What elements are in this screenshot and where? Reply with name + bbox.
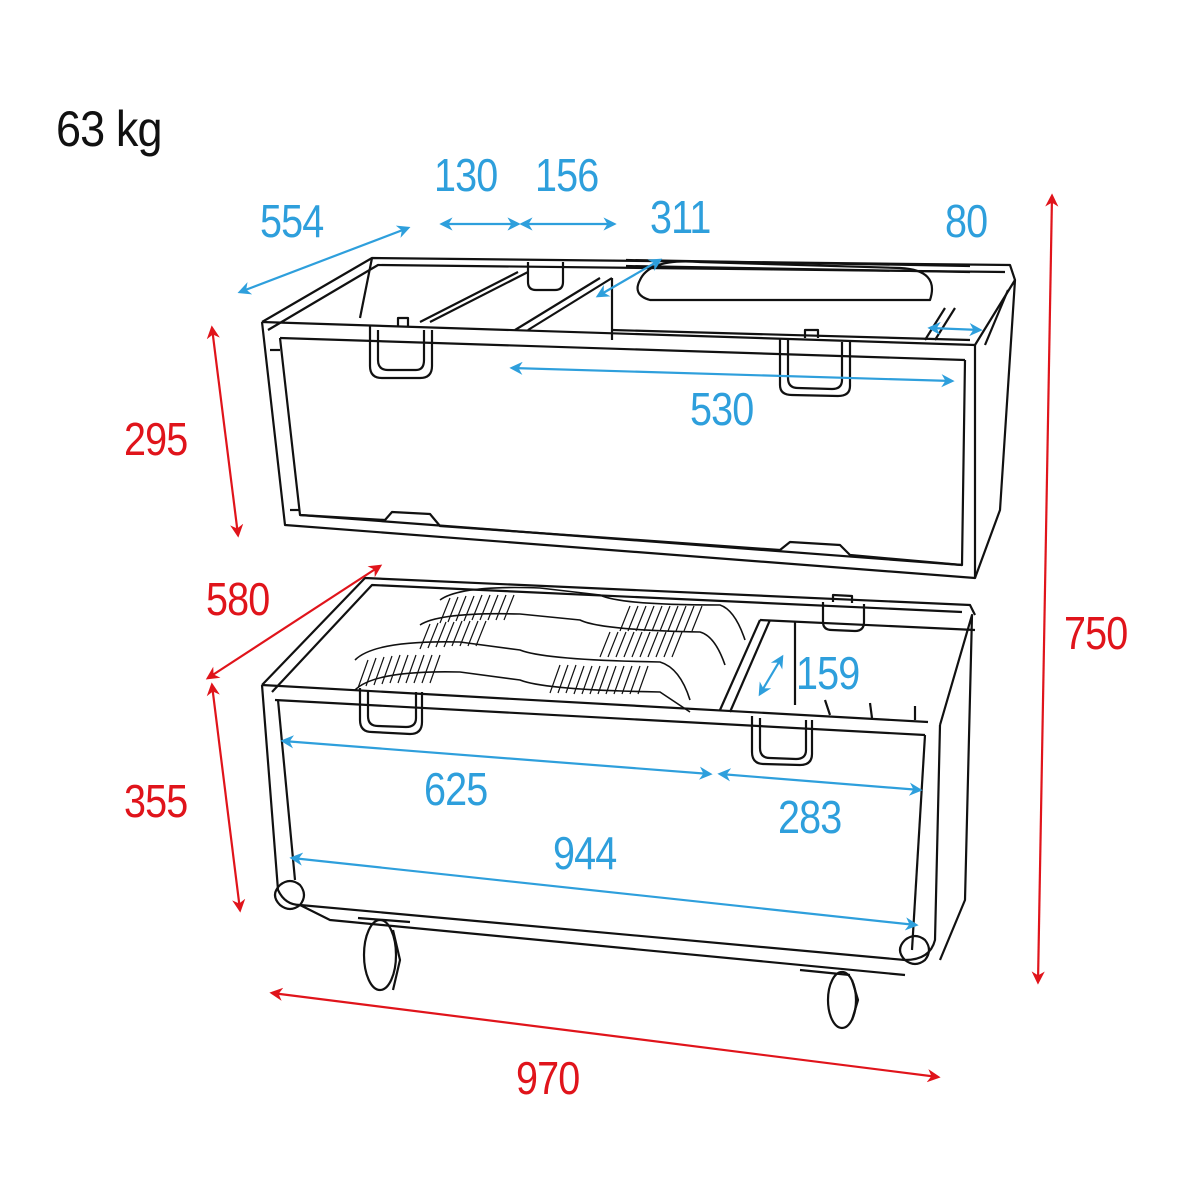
base-compartment-depth-label: 159 [796, 647, 860, 699]
lid-compartment-a-width-label: 130 [434, 149, 498, 201]
arrow-lid-depth [237, 225, 411, 295]
arrow-base-159 [758, 654, 784, 697]
arrow-base-625 [280, 735, 713, 780]
lid-inner-length-label: 530 [690, 383, 754, 435]
lid-height-label: 295 [124, 413, 188, 465]
internal-dimension-arrows [237, 217, 983, 931]
base-side-compartment-length-label: 283 [778, 791, 842, 843]
arrow-lid-530 [509, 361, 955, 388]
arrow-base-depth [205, 564, 383, 680]
lid-depth-label: 554 [260, 195, 324, 247]
base-main-compartment-length-label: 625 [424, 763, 488, 815]
lid-outline [260, 256, 1017, 580]
base-height-label: 355 [124, 775, 188, 827]
arrow-lid-80 [927, 321, 983, 337]
base-inner-length-label: 944 [553, 827, 617, 879]
lid-compartment-c-depth-label: 311 [650, 191, 711, 243]
external-dimension-arrows [205, 193, 1059, 1083]
arrow-base-283 [717, 768, 923, 796]
overall-height-label: 750 [1064, 607, 1128, 659]
arrow-lid-height [206, 325, 244, 538]
arrow-overall-width [269, 987, 941, 1083]
base-depth-label: 580 [206, 573, 270, 625]
arrow-base-height [206, 682, 246, 913]
arrow-base-944 [289, 852, 919, 931]
base-outline [260, 576, 976, 1030]
weight-label: 63 kg [56, 101, 162, 157]
arrow-overall-height [1031, 193, 1059, 985]
cable-tray-hatching [357, 594, 703, 695]
overall-width-label: 970 [516, 1052, 580, 1104]
lid-compartment-d-width-label: 80 [945, 195, 988, 247]
arrow-lid-311 [595, 258, 663, 298]
lid-compartment-b-width-label: 156 [535, 149, 599, 201]
